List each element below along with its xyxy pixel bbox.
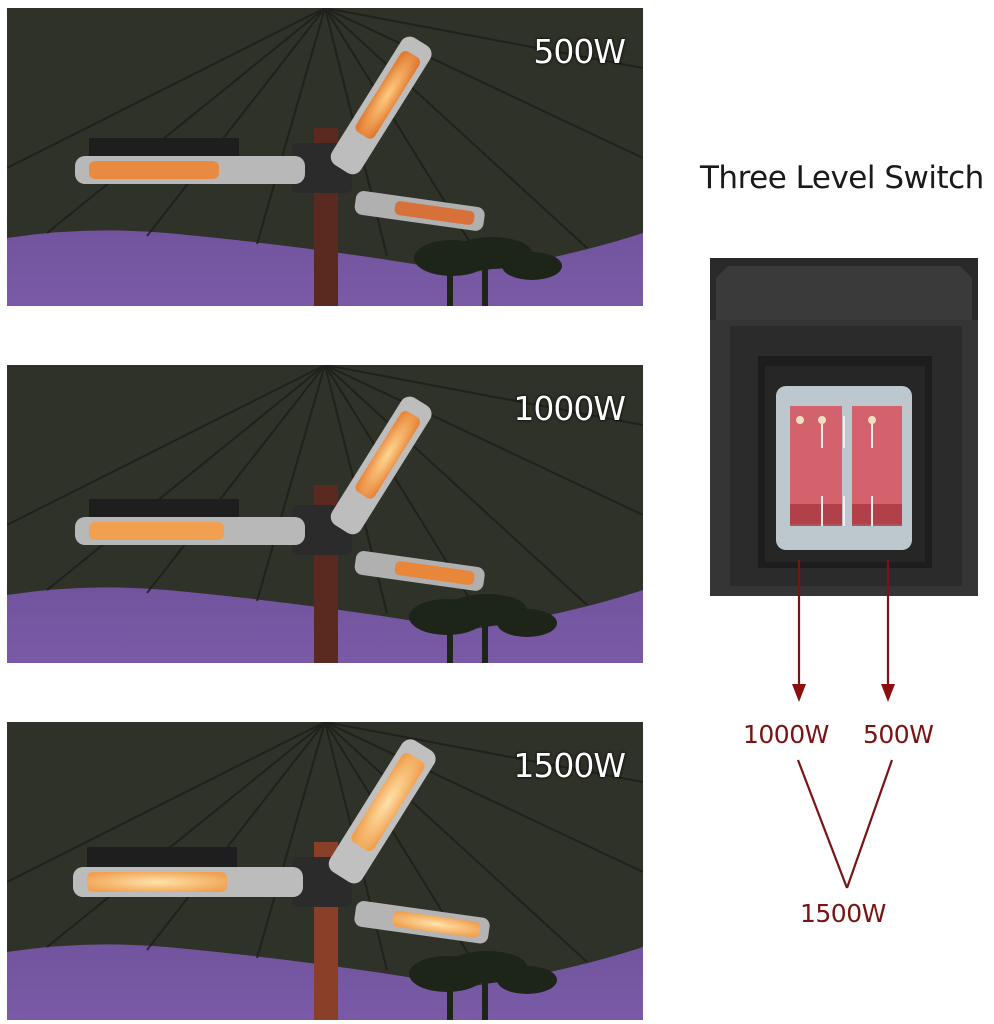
heater-photo-1500w: 1500W (7, 722, 643, 1020)
rocker-switch-photo (710, 258, 978, 596)
power-level-label: 1500W (513, 746, 626, 785)
heater-photo-1000w: 1000W (7, 365, 643, 663)
double-rocker-switch-icon (710, 258, 978, 596)
switch-output-diagram: 1000W 500W 1500W (700, 560, 994, 960)
patio-umbrella-heater-illustration (7, 8, 643, 306)
power-level-label: 1000W (513, 389, 626, 428)
right-switch-output-label: 500W (863, 720, 934, 749)
arrow-diagram (792, 560, 895, 889)
patio-umbrella-heater-illustration (7, 365, 643, 663)
heater-photo-500w: 500W (7, 8, 643, 306)
patio-umbrella-heater-illustration (7, 722, 643, 1020)
combined-output-label: 1500W (800, 899, 886, 928)
switch-section-title: Three Level Switch (700, 160, 984, 196)
arrow-down-icon (881, 684, 895, 702)
power-level-label: 500W (533, 32, 626, 71)
left-switch-output-label: 1000W (743, 720, 829, 749)
arrow-down-icon (792, 684, 806, 702)
